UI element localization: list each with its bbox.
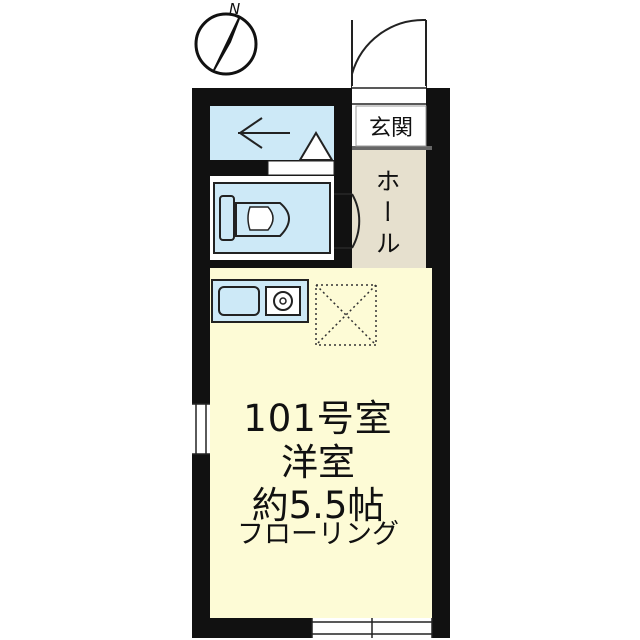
room-type: 洋室 [281, 441, 355, 484]
entrance-door [351, 18, 427, 89]
room-number: 101号室 [243, 397, 393, 440]
hall-label: ホール [372, 168, 401, 261]
kitchen-sink [218, 286, 260, 316]
compass-north-label: N [229, 0, 241, 18]
toilet-seat [247, 206, 274, 231]
washing-machine-pan [298, 131, 334, 161]
interior-wall [426, 106, 432, 268]
interior-wall [334, 106, 352, 160]
refrigerator-space [315, 284, 377, 346]
washroom-arrow-icon [238, 117, 290, 149]
room-size: 約5.5帖 [251, 484, 385, 527]
entrance-step [355, 105, 427, 147]
stove-burner-icon [273, 291, 293, 311]
interior-wall [210, 260, 352, 268]
toilet-door [334, 193, 361, 249]
interior-wall [334, 176, 352, 194]
left-window [192, 403, 210, 455]
entrance-door-opening [352, 86, 426, 106]
hall-step [352, 146, 432, 150]
counter-strip [267, 160, 335, 176]
compass-icon [194, 12, 258, 76]
hall-floor [352, 148, 432, 268]
bottom-window [311, 618, 433, 638]
entrance-label: 玄関 [368, 116, 413, 141]
flooring-type: フローリング [237, 519, 399, 550]
toilet-tank [219, 195, 235, 241]
